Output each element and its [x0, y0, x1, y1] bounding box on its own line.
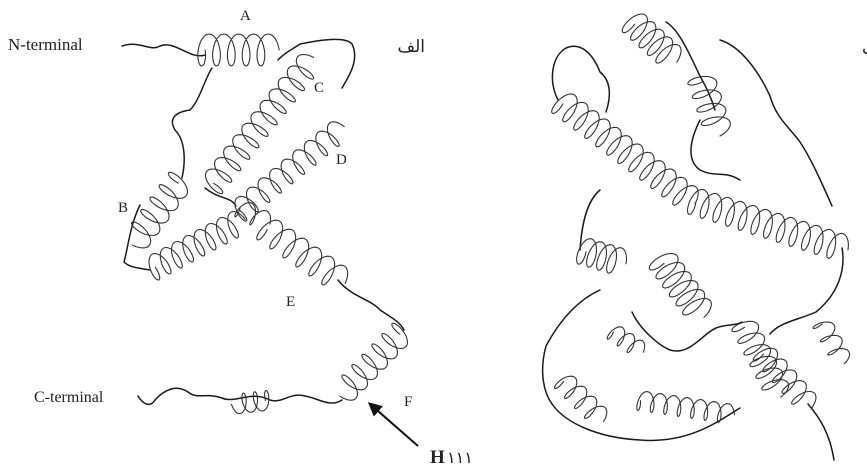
helix-f-label: F [404, 394, 412, 410]
helix-a-label: A [240, 8, 251, 24]
panel-b-loop-tail [808, 404, 834, 460]
helix-coil-stroke [622, 14, 681, 63]
helix-coil-stroke [235, 122, 344, 221]
helix-f-coil [340, 323, 408, 400]
panel-b-loop-top [666, 22, 715, 110]
helix-e-label: E [286, 294, 295, 310]
helix-coil-stroke [257, 220, 348, 285]
helix-coil-stroke [149, 212, 245, 281]
helix-coil-stroke [813, 322, 849, 364]
panel-a: N-terminal C-terminal A B C D E F الف H … [8, 8, 473, 468]
panel-b-helix-8 [637, 392, 735, 423]
panel-b-helix-2 [688, 76, 731, 136]
n-terminal-label: N-terminal [8, 35, 83, 54]
helix-e-coil [257, 220, 348, 285]
helix-coil-stroke [649, 254, 711, 318]
panel-b-helix-1 [622, 14, 681, 63]
panel-b-loop-lower-center [632, 312, 742, 351]
helix-a-coil [198, 34, 279, 66]
c-terminal-label: C-terminal [34, 389, 104, 406]
panel-b-loop-left-mid [580, 190, 600, 250]
helix-coil-stroke [198, 34, 279, 66]
panel-b-loop-center [691, 120, 740, 180]
helix-b-coil [132, 172, 188, 248]
helix-coil-stroke [637, 392, 735, 423]
n-terminal-tail [122, 44, 205, 56]
panel-b: ب [543, 14, 867, 460]
helix-b-lower-coil [149, 212, 245, 281]
panel-b-helix-6 [649, 254, 711, 318]
loop-b-d-junction [205, 188, 236, 206]
loop-f-bottom [155, 388, 342, 403]
residue-marker-arrow [370, 404, 418, 446]
helix-d-coil [235, 122, 344, 221]
helix-coil-stroke [340, 323, 408, 400]
panel-b-loop-lower-left [543, 290, 600, 404]
helix-b-label: B [118, 200, 128, 216]
helix-coil-stroke [132, 172, 188, 248]
panel-b-helix-11 [607, 327, 645, 353]
helix-coil-stroke [688, 189, 849, 258]
helix-d-label: D [336, 152, 347, 168]
panel-b-helix-12 [813, 322, 849, 364]
loop-e-to-f [338, 280, 404, 330]
helix-coil-stroke [577, 239, 627, 274]
residue-marker-number: ۱۱۱ [447, 450, 473, 467]
helix-coil-stroke [688, 76, 731, 136]
helix-f-lower-coil [232, 390, 269, 413]
panel-b-helix-5 [577, 239, 627, 274]
panel-a-label: الف [397, 37, 425, 56]
helix-coil-stroke [552, 94, 699, 205]
panel-b-loop-right-mid [770, 248, 843, 334]
helix-coil-stroke [232, 390, 269, 413]
panel-b-loop-bottom [552, 404, 740, 440]
panel-b-helix-3 [552, 94, 699, 205]
helix-coil-stroke [607, 327, 645, 353]
panel-b-label: ب [862, 39, 867, 58]
helix-c-coil [205, 55, 313, 194]
residue-marker-letter: H [430, 447, 445, 468]
loop-a-to-b [172, 68, 212, 178]
helix-c-label: C [314, 80, 324, 96]
panel-b-helix-4 [688, 189, 849, 258]
panel-b-loop-upper-right [720, 40, 832, 206]
helix-coil-stroke [205, 55, 313, 194]
c-terminal-tail [138, 396, 155, 404]
